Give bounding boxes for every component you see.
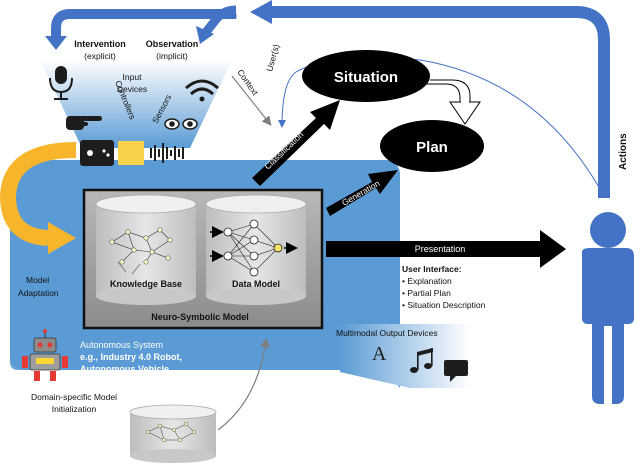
- autonomous-system-title: Autonomous System: [80, 340, 163, 350]
- users-label: User(s): [264, 43, 281, 73]
- situation-to-plan-arrow: [419, 79, 481, 125]
- situation-node: [302, 50, 430, 102]
- device-yellow-block: [118, 141, 144, 165]
- knowledge-base-label: Knowledge Base: [110, 279, 182, 289]
- context-label: Context: [235, 67, 260, 97]
- intervention-title: Intervention: [74, 39, 126, 49]
- autonomous-system-example-1: e.g., Industry 4.0 Robot,: [80, 352, 182, 362]
- classification-arrow: [252, 100, 340, 186]
- music-note-icon: [410, 348, 433, 373]
- plan-label: Plan: [416, 139, 448, 156]
- user-interface-item-explanation: • Explanation: [402, 276, 452, 286]
- user-interface-item-situation-description: • Situation Description: [402, 300, 486, 310]
- eyes-icon: [164, 118, 198, 130]
- pointing-hand-icon: [66, 116, 102, 130]
- speech-bubble-icon: [444, 360, 468, 382]
- plan-node: [380, 120, 484, 172]
- user-interface-item-partial-plan: • Partial Plan: [402, 288, 451, 298]
- presentation-arrow: [326, 230, 566, 268]
- observation-title: Observation: [146, 39, 199, 49]
- actions-feedback-arrow: [45, 0, 610, 198]
- initialization-arrow: [217, 337, 270, 431]
- audio-wave-icon: [150, 143, 184, 163]
- actions-label: Actions: [618, 133, 629, 170]
- autonomous-system-example-2: Autonomous Vehicle: [80, 364, 169, 374]
- knowledge-base-cylinder: [95, 194, 197, 305]
- output-devices-area: [340, 324, 470, 388]
- domain-init-line1: Domain-specific Model: [31, 392, 117, 402]
- domain-init-line2: Initialization: [52, 404, 97, 414]
- device-strip: [80, 140, 184, 166]
- robot-icon: [22, 329, 68, 381]
- user-interface-title: User Interface:: [402, 264, 462, 274]
- situation-label: Situation: [334, 69, 398, 86]
- gamepad-icon: [80, 140, 114, 166]
- text-output-icon: A: [372, 343, 387, 365]
- human-user-icon: [582, 212, 634, 404]
- microphone-icon: [49, 66, 73, 100]
- observation-subtitle: (implicit): [156, 51, 188, 61]
- generation-arrow: [326, 170, 398, 216]
- presentation-label: Presentation: [415, 244, 466, 254]
- neuro-symbolic-model-label: Neuro-Symbolic Model: [151, 312, 249, 322]
- data-model-label: Data Model: [232, 279, 280, 289]
- model-adaptation-arrow: [0, 142, 77, 254]
- domain-model-cylinder: [129, 404, 217, 463]
- wifi-signal-icon: [185, 79, 219, 102]
- context-arrow: [231, 75, 272, 126]
- multimodal-output-label: Multimodal Output Devices: [336, 328, 438, 338]
- intervention-subtitle: (explicit): [84, 51, 116, 61]
- data-model-cylinder: [205, 194, 307, 305]
